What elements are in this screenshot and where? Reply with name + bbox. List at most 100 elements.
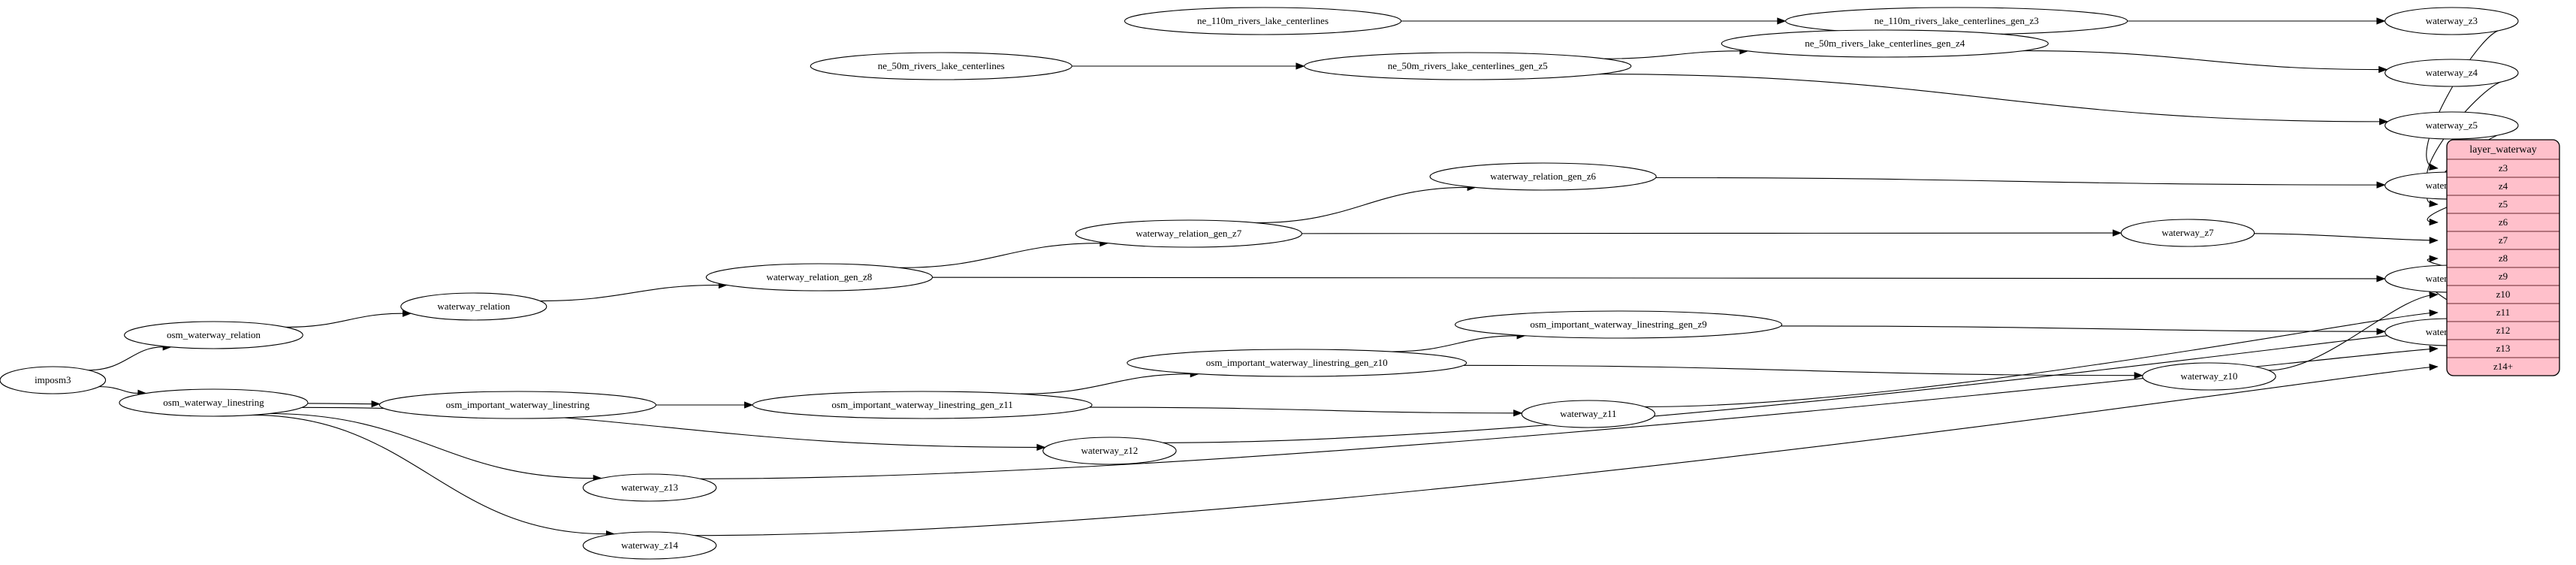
legend-row-z11[interactable] bbox=[2447, 303, 2559, 322]
edge-osm_important_waterway_linestring_gen_z10-to-osm_important_waterway_linestring_gen_z9 bbox=[1391, 335, 1517, 352]
node-label-osm_waterway_relation: osm_waterway_relation bbox=[167, 329, 261, 340]
node-ellipse-waterway_z14 bbox=[582, 531, 717, 560]
legend-row-z3[interactable] bbox=[2447, 159, 2559, 178]
node-label-waterway_relation_gen_z8: waterway_relation_gen_z8 bbox=[767, 271, 873, 282]
node-waterway_z5[interactable]: waterway_z5 bbox=[2384, 111, 2519, 140]
nodes-layer: imposm3 osm_waterway_relation osm_waterway… bbox=[0, 7, 2519, 560]
node-label-waterway_z5: waterway_z5 bbox=[2426, 119, 2478, 131]
node-waterway_z13[interactable]: waterway_z13 bbox=[582, 473, 717, 502]
node-osm_important_waterway_linestring_gen_z9[interactable]: osm_important_waterway_linestring_gen_z9 bbox=[1454, 310, 1783, 339]
node-osm_important_waterway_linestring_gen_z10[interactable]: osm_important_waterway_linestring_gen_z1… bbox=[1127, 349, 1467, 377]
edge-arrowhead bbox=[371, 400, 381, 408]
legend-row-z9[interactable] bbox=[2447, 267, 2559, 286]
edge-arrowhead bbox=[2379, 118, 2389, 125]
edge-arrowhead bbox=[2429, 218, 2439, 226]
edge-arrowhead bbox=[2378, 65, 2388, 74]
node-ellipse-osm_waterway_relation bbox=[124, 321, 303, 349]
edge-arrowhead bbox=[2134, 372, 2143, 379]
edge-osm_waterway_relation-to-waterway_relation bbox=[285, 313, 403, 328]
edge-imposm3-to-osm_waterway_linestring bbox=[98, 386, 138, 394]
node-ellipse-ne_50m_rivers_lake_centerlines_gen_z4 bbox=[1721, 29, 2049, 58]
node-waterway_z12[interactable]: waterway_z12 bbox=[1042, 437, 1177, 465]
node-waterway_relation_gen_z7[interactable]: waterway_relation_gen_z7 bbox=[1075, 219, 1302, 248]
node-waterway_relation_gen_z8[interactable]: waterway_relation_gen_z8 bbox=[705, 263, 934, 292]
edge-osm_important_waterway_linestring_gen_z10-to-waterway_z10 bbox=[1463, 364, 2134, 376]
edge-waterway_z11-to-legend-z11 bbox=[1645, 312, 2439, 408]
node-waterway_z10[interactable]: waterway_z10 bbox=[2142, 362, 2276, 391]
legend-row-z10[interactable] bbox=[2447, 285, 2559, 304]
layer-waterway-legend[interactable]: layer_waterwayz3z4z5z6z7z8z9z10z11z12z13… bbox=[2447, 140, 2559, 376]
edge-arrowhead bbox=[2429, 345, 2439, 353]
node-ne_50m_rivers_lake_centerlines_gen_z4[interactable]: ne_50m_rivers_lake_centerlines_gen_z4 bbox=[1721, 29, 2049, 58]
edge-arrowhead bbox=[2429, 292, 2439, 299]
legend-row-label-z10: z10 bbox=[2496, 289, 2511, 300]
edge-arrowhead bbox=[2429, 200, 2439, 207]
node-ne_50m_rivers_lake_centerlines[interactable]: ne_50m_rivers_lake_centerlines bbox=[810, 52, 1072, 80]
node-waterway_z7[interactable]: waterway_z7 bbox=[2120, 219, 2255, 247]
node-imposm3[interactable]: imposm3 bbox=[0, 366, 107, 394]
node-label-ne_50m_rivers_lake_centerlines: ne_50m_rivers_lake_centerlines bbox=[878, 60, 1005, 71]
node-label-waterway_z10: waterway_z10 bbox=[2181, 370, 2238, 382]
node-waterway_z14[interactable]: waterway_z14 bbox=[582, 531, 717, 560]
edge-ne_50m_rivers_lake_centerlines_gen_z4-to-waterway_z4 bbox=[2023, 50, 2379, 71]
node-ne_110m_rivers_lake_centerlines_gen_z3[interactable]: ne_110m_rivers_lake_centerlines_gen_z3 bbox=[1785, 7, 2128, 35]
edge-arrowhead bbox=[2429, 255, 2439, 262]
node-label-ne_50m_rivers_lake_centerlines_gen_z4: ne_50m_rivers_lake_centerlines_gen_z4 bbox=[1805, 38, 1965, 49]
edge-arrowhead bbox=[744, 401, 754, 409]
node-label-imposm3: imposm3 bbox=[35, 374, 71, 385]
node-ellipse-waterway_relation_gen_z6 bbox=[1429, 162, 1657, 191]
legend-row-label-z7: z7 bbox=[2499, 234, 2508, 246]
edges-layer bbox=[88, 17, 2518, 538]
node-label-osm_important_waterway_linestring_gen_z11: osm_important_waterway_linestring_gen_z1… bbox=[831, 399, 1012, 410]
node-ellipse-osm_important_waterway_linestring_gen_z9 bbox=[1454, 310, 1783, 339]
node-label-osm_important_waterway_linestring: osm_important_waterway_linestring bbox=[446, 399, 590, 410]
node-ellipse-waterway_z11 bbox=[1521, 400, 1656, 428]
legend-row-label-z12: z12 bbox=[2496, 325, 2511, 336]
node-ellipse-osm_important_waterway_linestring_gen_z11 bbox=[752, 391, 1093, 419]
edge-osm_important_waterway_linestring_gen_z9-to-waterway_z9 bbox=[1781, 325, 2377, 332]
node-ellipse-waterway_z7 bbox=[2120, 219, 2255, 247]
node-label-waterway_relation: waterway_relation bbox=[437, 301, 510, 312]
legend-row-label-z8: z8 bbox=[2499, 252, 2508, 264]
node-ellipse-imposm3 bbox=[0, 366, 107, 394]
edge-osm_waterway_linestring-to-waterway_z13 bbox=[269, 412, 594, 479]
node-osm_important_waterway_linestring[interactable]: osm_important_waterway_linestring bbox=[379, 391, 656, 419]
node-label-waterway_z3: waterway_z3 bbox=[2426, 15, 2478, 26]
node-waterway_relation[interactable]: waterway_relation bbox=[400, 292, 547, 321]
node-ne_110m_rivers_lake_centerlines[interactable]: ne_110m_rivers_lake_centerlines bbox=[1124, 7, 1402, 35]
edge-osm_important_waterway_linestring_gen_z11-to-waterway_z11 bbox=[1089, 406, 1514, 414]
node-osm_waterway_relation[interactable]: osm_waterway_relation bbox=[124, 321, 303, 349]
node-ellipse-osm_important_waterway_linestring bbox=[379, 391, 656, 419]
node-osm_important_waterway_linestring_gen_z11[interactable]: osm_important_waterway_linestring_gen_z1… bbox=[752, 391, 1093, 419]
legend-row-label-z11: z11 bbox=[2496, 307, 2510, 318]
legend-row-z14+[interactable] bbox=[2447, 357, 2559, 376]
node-ellipse-waterway_z13 bbox=[582, 473, 717, 502]
edge-waterway_relation_gen_z8-to-waterway_relation_gen_z7 bbox=[900, 243, 1100, 268]
node-ellipse-waterway_relation_gen_z8 bbox=[705, 263, 934, 292]
legend-row-label-z4: z4 bbox=[2499, 180, 2508, 192]
edge-waterway_z14-to-legend-z14+ bbox=[694, 366, 2439, 536]
legend-row-label-z6: z6 bbox=[2499, 216, 2508, 228]
node-label-ne_50m_rivers_lake_centerlines_gen_z5: ne_50m_rivers_lake_centerlines_gen_z5 bbox=[1388, 60, 1548, 71]
legend-outline bbox=[2446, 139, 2560, 376]
node-label-osm_important_waterway_linestring_gen_z10: osm_important_waterway_linestring_gen_z1… bbox=[1206, 357, 1388, 368]
edge-arrowhead bbox=[2376, 275, 2386, 282]
node-ellipse-waterway_relation_gen_z7 bbox=[1075, 219, 1302, 248]
node-osm_waterway_linestring[interactable]: osm_waterway_linestring bbox=[119, 388, 309, 417]
legend-table-layer: layer_waterwayz3z4z5z6z7z8z9z10z11z12z13… bbox=[2446, 139, 2560, 376]
node-waterway_relation_gen_z6[interactable]: waterway_relation_gen_z6 bbox=[1429, 162, 1657, 191]
node-label-waterway_relation_gen_z6: waterway_relation_gen_z6 bbox=[1490, 171, 1596, 182]
edge-waterway_z7-to-legend-z7 bbox=[2254, 233, 2439, 241]
legend-row-label-z3: z3 bbox=[2499, 162, 2508, 174]
node-ellipse-waterway_z3 bbox=[2384, 7, 2519, 35]
node-waterway_z11[interactable]: waterway_z11 bbox=[1521, 400, 1656, 428]
legend-row-label-z14+: z14+ bbox=[2493, 361, 2513, 372]
node-waterway_z3[interactable]: waterway_z3 bbox=[2384, 7, 2519, 35]
node-ne_50m_rivers_lake_centerlines_gen_z5[interactable]: ne_50m_rivers_lake_centerlines_gen_z5 bbox=[1304, 52, 1632, 80]
node-ellipse-osm_waterway_linestring bbox=[119, 388, 309, 417]
edge-arrowhead bbox=[2376, 328, 2386, 335]
legend-row-z8[interactable] bbox=[2447, 249, 2559, 268]
node-label-waterway_z12: waterway_z12 bbox=[1081, 445, 1139, 456]
node-waterway_z4[interactable]: waterway_z4 bbox=[2384, 59, 2519, 87]
edge-osm_important_waterway_linestring_gen_z11-to-osm_important_waterway_linestring_gen_z10 bbox=[1020, 373, 1191, 394]
